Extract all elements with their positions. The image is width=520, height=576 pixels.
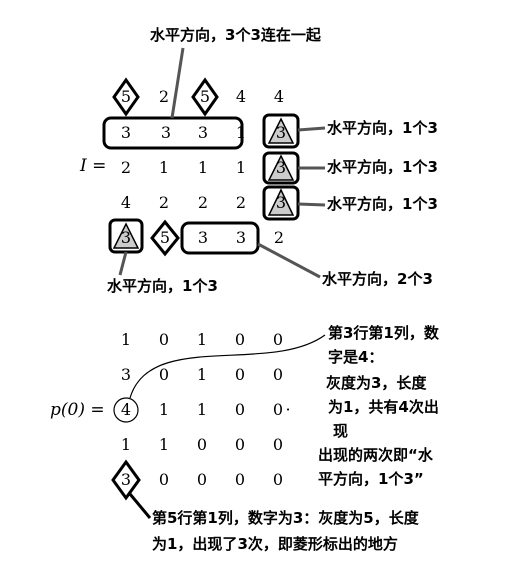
annotation-row5-left: 水平方向，1个3	[107, 277, 218, 295]
annotation-row5-right: 水平方向，2个3	[322, 270, 433, 288]
connector-line	[297, 202, 326, 207]
matrix-i-cell: 5	[159, 228, 171, 247]
diamond-marker	[191, 77, 219, 117]
matrix-i-cell: 2	[158, 193, 170, 212]
triangle-marker	[267, 188, 295, 216]
matrix-i-cell: 2	[273, 228, 285, 247]
curve-connector	[129, 334, 326, 399]
matrix-i-cell: 3	[235, 228, 247, 247]
diamond-marker	[150, 219, 180, 257]
matrix-i-cell: 3	[275, 123, 287, 142]
annotation-row2: 水平方向，1个3	[327, 119, 438, 137]
matrix-i-cell: 2	[158, 87, 170, 106]
matrix-p-cell: 3	[120, 365, 132, 384]
matrix-p-cell: 0	[158, 470, 170, 489]
annotation-row3: 水平方向，1个3	[327, 158, 438, 176]
connector-line	[118, 251, 128, 276]
matrix-p-cell: 1	[120, 435, 132, 454]
triangle-marker	[267, 117, 295, 144]
triangle-marker	[267, 154, 295, 181]
connector-line	[257, 242, 321, 279]
diamond-marker	[112, 77, 140, 117]
matrix-p-cell: 1	[196, 365, 208, 384]
matrix-i-cell: 2	[120, 158, 132, 177]
matrix-p-cell: 3	[120, 470, 132, 489]
matrix-i-cell: 3	[197, 123, 209, 142]
matrix-i-cell: 3	[275, 158, 287, 177]
matrix-i-cell: 3	[120, 123, 132, 142]
matrix-p-cell: 0	[272, 330, 284, 349]
explain-line: 现	[333, 422, 349, 440]
bottom-line: 为1，出现了3次，即菱形标出的地方	[152, 535, 398, 553]
matrix-p-cell: 0	[272, 365, 284, 384]
matrix-p-cell: 0	[158, 365, 170, 384]
matrix-p-cell: 1	[158, 400, 170, 419]
matrix-p-cell: 1	[158, 435, 170, 454]
matrix-p-cell: 0	[234, 435, 246, 454]
matrix-p-cell: 0	[158, 330, 170, 349]
single-box	[262, 185, 300, 221]
matrix-p-cell: 0	[272, 470, 284, 489]
explain-line: 出现的两次即“水	[318, 446, 433, 464]
highlight-circle	[113, 397, 139, 423]
bottom-line: 第5行第1列，数字为3：灰度为5，长度	[152, 509, 419, 527]
matrix-p-cell: 0	[234, 470, 246, 489]
explain-line: 第3行第1列，数	[328, 324, 439, 342]
group-box	[180, 221, 260, 255]
matrix-i-cell: 3	[160, 123, 172, 142]
annotation-row4: 水平方向，1个3	[327, 195, 438, 213]
connector-line	[170, 47, 185, 119]
matrix-i-cell: 1	[235, 123, 247, 142]
explain-line: 灰度为3，长度	[326, 374, 427, 392]
explain-line: 为1，共有4次出	[328, 398, 439, 416]
matrix-i-cell: 3	[197, 228, 209, 247]
diamond-marker	[111, 459, 141, 501]
matrix-i-cell: 2	[235, 193, 247, 212]
matrix-i-cell: 1	[235, 158, 247, 177]
matrix-p-cell: 1	[196, 400, 208, 419]
matrix-p-cell: 0	[234, 330, 246, 349]
matrix-p-cell: 0	[196, 470, 208, 489]
matrix-p-cell: 0	[234, 400, 246, 419]
matrix-i-cell: 5	[120, 87, 132, 106]
matrix-i-cell: 4	[273, 87, 285, 106]
matrix-i-cell: 4	[235, 87, 247, 106]
matrix-p-cell: 0	[234, 365, 246, 384]
single-box	[262, 113, 300, 149]
matrix-p-cell: 0	[272, 435, 284, 454]
explain-line: 字是4：	[328, 348, 384, 366]
matrix-p-cell: 0	[196, 435, 208, 454]
matrix-i-cell: 5	[199, 87, 211, 106]
matrix-i-cell: 3	[120, 228, 132, 247]
matrix-p-cell: 1	[120, 330, 132, 349]
matrix-p-cell-highlighted: 4	[120, 400, 132, 419]
matrix-i-cell: 4	[120, 193, 132, 212]
matrix-p-cell: 1	[196, 330, 208, 349]
triangle-marker	[112, 222, 140, 249]
stray-mark: ·	[285, 400, 291, 419]
matrix-p-cell: 0	[272, 400, 284, 419]
matrix-i-cell: 3	[275, 193, 287, 212]
explain-line: 平方向，1个3”	[318, 470, 424, 488]
matrix-i-cell: 1	[197, 158, 209, 177]
connector-line	[297, 126, 326, 132]
matrix-p-label: p(0) =	[50, 400, 105, 420]
annotation-top: 水平方向，3个3连在一起	[150, 26, 321, 44]
matrix-i-cell: 1	[158, 158, 170, 177]
connector-line	[128, 493, 152, 519]
matrix-i-cell: 2	[197, 193, 209, 212]
matrix-i-label: I =	[80, 156, 107, 176]
